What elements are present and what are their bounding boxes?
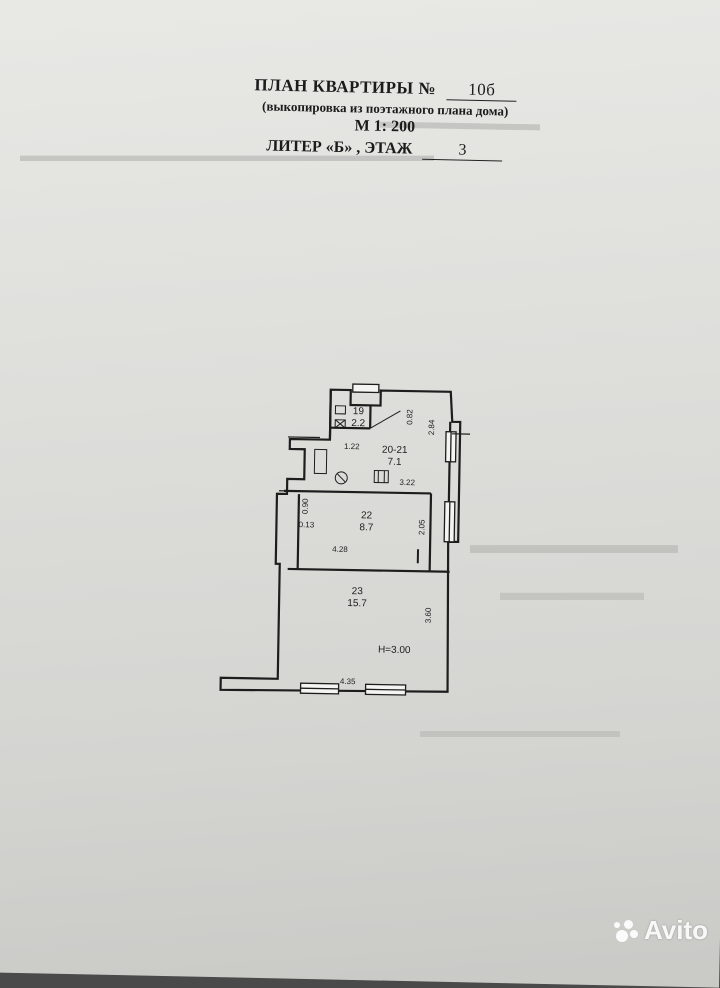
dimension-0-82: 0.82 [405, 409, 414, 425]
floor-number: 3 [422, 141, 502, 162]
room-20-21-number: 20-21 [382, 445, 408, 456]
dimension-4-35: 4.35 [340, 677, 356, 686]
avito-brand-text: Avito [644, 915, 708, 946]
apartment-number: 10б [447, 79, 517, 101]
room-22-number: 22 [361, 510, 373, 521]
bleed-through-text: ▬▬▬▬▬▬▬▬▬▬ [420, 720, 620, 743]
cooker-icon [374, 470, 388, 482]
floor-plan: 19 2.2 20-21 7.1 22 8.7 23 15.7 0.82 1.2… [218, 380, 478, 720]
plan-title-text: ПЛАН КВАРТИРЫ № [254, 75, 436, 98]
dimension-0-90: 0.90 [301, 498, 310, 514]
bleed-through-text: ▬▬▬▬▬▬▬▬ [470, 530, 678, 560]
room-20-21-area: 7.1 [387, 457, 402, 468]
room-19-number: 19 [353, 406, 365, 417]
bleed-through-text: ▬▬▬▬▬▬ [500, 580, 644, 607]
document-header: ПЛАН КВАРТИРЫ № 10б (выкопировка из поэт… [149, 73, 621, 164]
avito-watermark: Avito [614, 915, 708, 946]
dimension-2-05: 2.05 [417, 519, 426, 535]
room-22-area: 8.7 [359, 522, 374, 533]
sink-icon [335, 406, 345, 414]
dimension-3-60: 3.60 [424, 607, 433, 623]
room-19-area: 2.2 [351, 418, 366, 429]
dimension-2-84: 2.84 [427, 419, 436, 435]
ceiling-height-note: H=3.00 [378, 645, 411, 657]
avito-logo-icon [614, 918, 640, 944]
door-swing-icon [370, 410, 400, 429]
dimension-1-22: 1.22 [344, 442, 360, 451]
dimension-0-13: 0.13 [299, 520, 315, 529]
room-23-number: 23 [352, 586, 364, 597]
bathtub-icon [314, 449, 326, 473]
dimension-4-28: 4.28 [332, 545, 348, 554]
dimension-3-22: 3.22 [399, 478, 415, 487]
outer-walls [221, 388, 461, 694]
liter-label: ЛИТЕР «Б» , ЭТАЖ [266, 138, 412, 158]
room-23-area: 15.7 [347, 598, 367, 609]
